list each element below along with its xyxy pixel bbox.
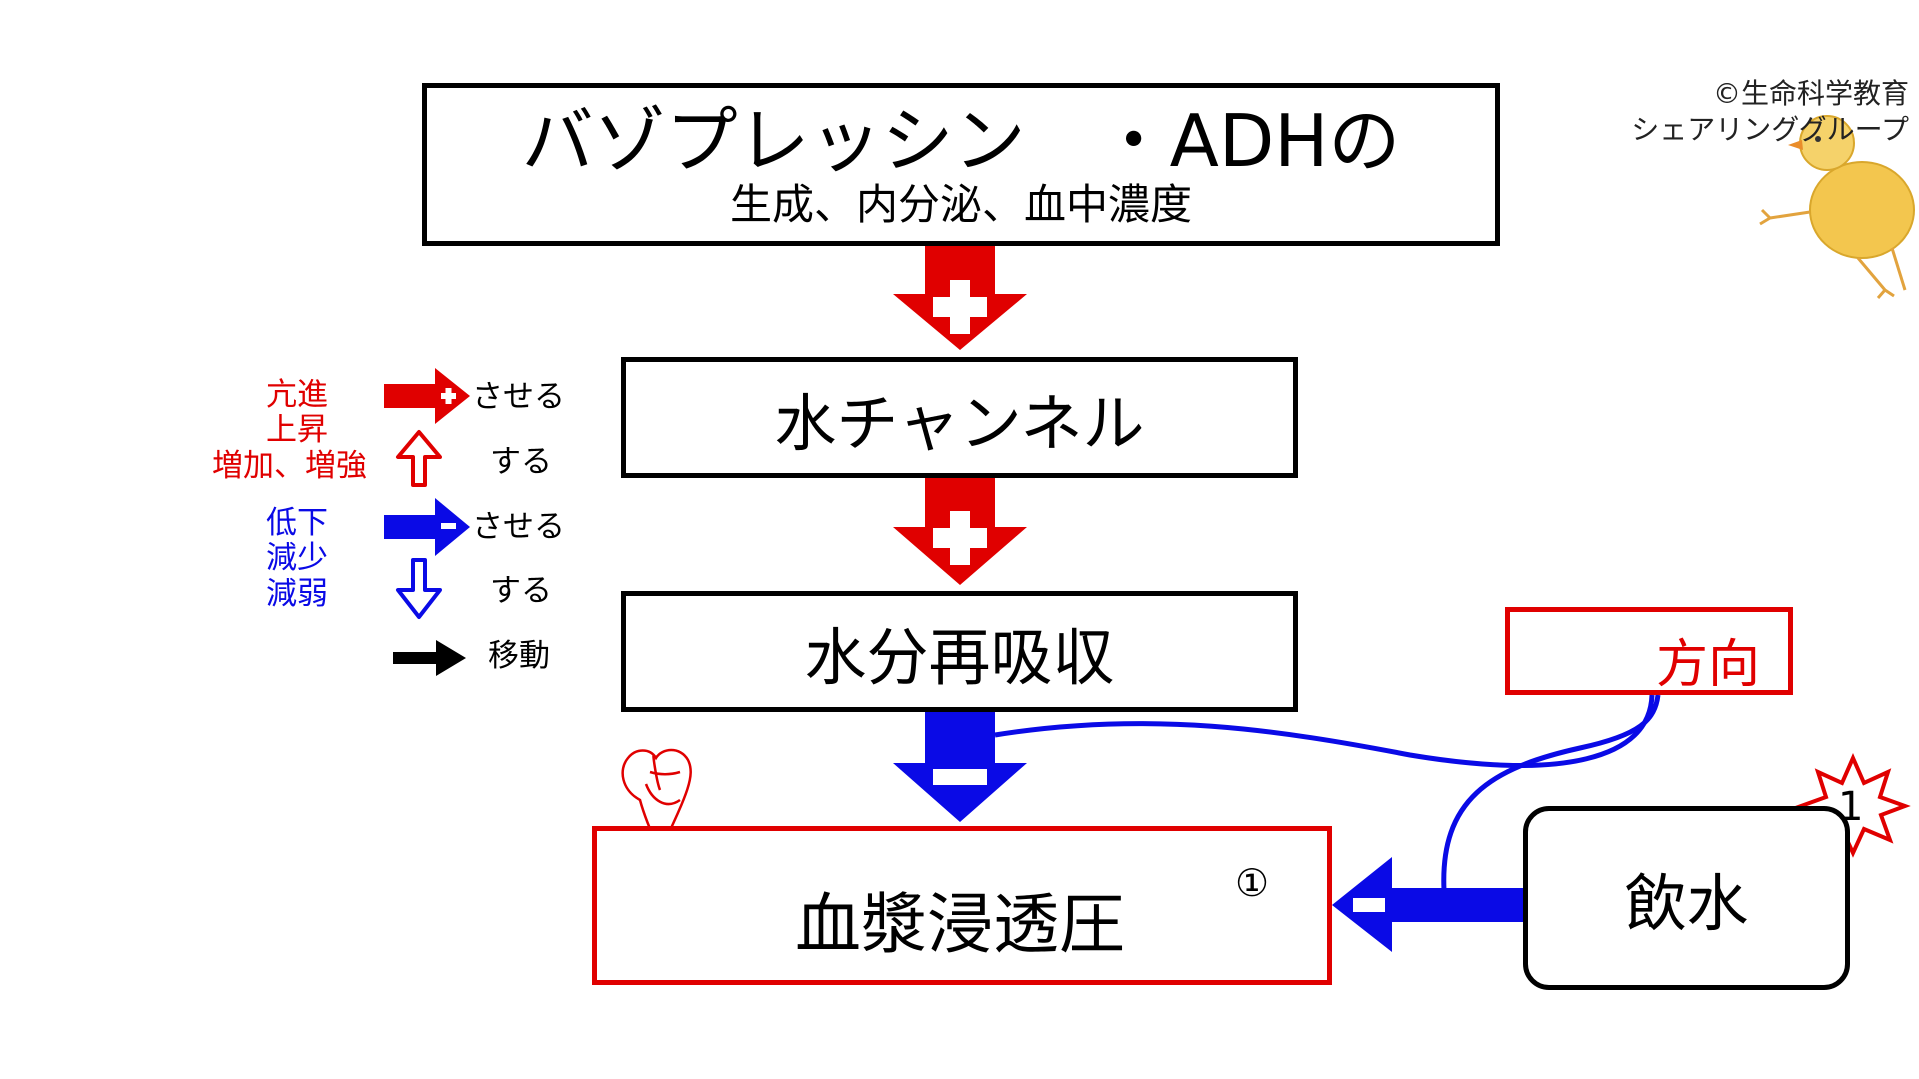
vasopressin-box: バゾプレッシン ・ADHの 生成、内分泌、血中濃度 [422,83,1500,246]
legend-decrease-3: 減弱 [266,576,328,612]
legend-promote-blue: させる [472,509,565,545]
legend-red-up-arrow [396,430,442,487]
legend-move: 移動 [488,638,550,674]
direction-box: 方向 [1505,607,1793,695]
water-channel-label: 水チャンネル [774,386,1145,460]
water-reabsorption-box: 水分再吸収 [621,591,1298,712]
water-intake-box: 飲水 [1523,806,1850,990]
water-reabsorption-label: 水分再吸収 [804,620,1115,694]
direction-connector-lower [1441,694,1661,891]
vasopressin-title: バゾプレッシン ・ADHの [521,98,1401,183]
legend-blue-down-arrow [396,558,442,619]
plasma-osmolality-label: 血漿浸透圧 [795,886,1125,963]
vasopressin-subtitle: 生成、内分泌、血中濃度 [729,179,1192,229]
legend-blue-promote-arrow [384,498,470,556]
legend-do-red: する [490,444,552,480]
starburst-badge-number: 1 [1838,784,1864,830]
increase-arrow-1 [893,246,1027,350]
legend-promote-red: させる [472,379,565,415]
plasma-marker: ① [1235,861,1270,905]
legend-decrease-2: 減少 [266,540,328,576]
intake-decrease-arrow [1332,857,1523,952]
legend-decrease-1: 低下 [266,505,328,541]
chick-doodle-icon [1759,115,1915,299]
plasma-osmolality-box: 血漿浸透圧 ① [592,826,1332,985]
water-channel-box: 水チャンネル [621,357,1298,478]
legend-increase-3: 増加、増強 [212,448,367,484]
direction-connector-upper [994,694,1655,768]
legend-move-arrow [393,640,466,676]
legend-do-blue: する [490,573,552,609]
copyright-line-1: ©生命科学教育 [1712,77,1909,110]
direction-label: 方向 [1655,635,1760,695]
increase-arrow-2 [893,477,1027,585]
copyright-line-2: シェアリンググループ [1631,113,1909,146]
legend-red-promote-arrow [384,368,470,424]
decrease-arrow [893,712,1027,822]
legend-increase-1: 亢進 [266,377,328,413]
water-intake-label: 飲水 [1624,867,1749,940]
legend-increase-2: 上昇 [266,412,328,448]
